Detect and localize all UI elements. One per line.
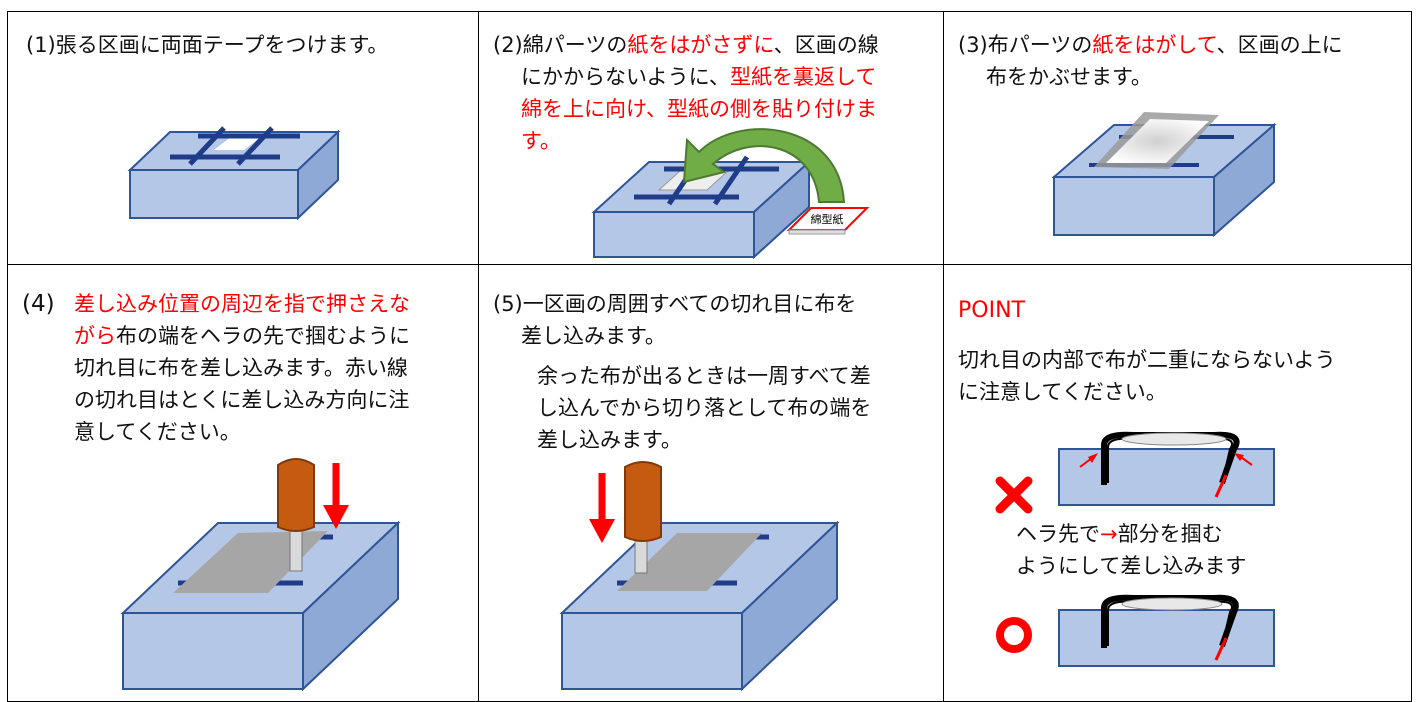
point-line2: に注意してください。: [958, 380, 1167, 404]
step2-line4: す。: [521, 129, 561, 153]
step2-line3: 綿を上に向け、型紙の側を貼り付けま: [521, 97, 877, 121]
point-mid1-black: ヘラ先で: [1016, 522, 1100, 546]
step2-line2: にかからないように、型紙を裏返して: [521, 62, 876, 93]
surplus-fabric-illustration: [559, 461, 840, 692]
step1-text: (1)張る区画に両面テープをつけます。: [26, 33, 389, 57]
step2-line2-red: 型紙を裏返して: [729, 65, 877, 89]
step5-line3: 余った布が出るときは一周すべて差: [537, 364, 871, 388]
step2-red1: 紙をはがさずに: [627, 33, 774, 57]
step3-panel: (3)布パーツの紙をはがして、区画の上に 布をかぶせます。: [943, 11, 1412, 265]
spatula-insert-illustration: [120, 458, 401, 692]
step4-line2-red: がら: [74, 324, 116, 348]
step5-line2: 差し込みます。: [521, 324, 666, 348]
wrong-mark-icon: [995, 476, 1033, 514]
fabric-cover-illustration: [1051, 112, 1277, 238]
point-arrow: →: [1100, 522, 1118, 546]
step3-line2: 布をかぶせます。: [986, 65, 1152, 89]
point-mid2: ようにして差し込みます: [1016, 554, 1247, 578]
step5-line4: し込んでから切り落として布の端を: [537, 396, 872, 420]
point-mid1: ヘラ先で→部分を掴む: [1016, 519, 1223, 550]
wrong-example-illustration: [1058, 431, 1275, 506]
step4-line1: 差し込み位置の周辺を指で押さえな: [74, 292, 410, 316]
step3-suffix: 、区画の上に: [1216, 33, 1343, 57]
step3-prefix: (3)布パーツの: [958, 33, 1093, 57]
step1-panel: (1)張る区画に両面テープをつけます。: [7, 11, 479, 265]
point-panel: POINT 切れ目の内部で布が二重にならないよう に注意してください。 ヘラ先で…: [943, 264, 1412, 702]
step4-line5: 意してください。: [74, 420, 241, 444]
step5-panel: (5)一区画の周囲すべての切れ目に布を 差し込みます。 余った布が出るときは一周…: [478, 264, 944, 702]
correct-mark-icon: [996, 617, 1032, 653]
step4-line2-black: 布の端をヘラの先で掴むように: [116, 324, 410, 348]
step4-num: (4): [22, 291, 55, 317]
point-title: POINT: [958, 298, 1025, 323]
step2-line2-black: にかからないように、: [521, 65, 730, 89]
step4-line2: がら布の端をヘラの先で掴むように: [74, 321, 410, 352]
step2-mid: 、区画の線: [773, 33, 879, 57]
step3-line1: (3)布パーツの紙をはがして、区画の上に: [958, 30, 1343, 61]
step2-panel: (2)綿パーツの紙をはがさずに、区画の線 にかからないように、型紙を裏返して 綿…: [478, 11, 944, 265]
step3-red1: 紙をはがして: [1092, 33, 1217, 57]
card-label: 綿型紙: [811, 212, 844, 226]
point-line1: 切れ目の内部で布が二重にならないよう: [958, 348, 1336, 372]
block-with-tape-illustration: [127, 126, 341, 221]
step2-line1: (2)綿パーツの紙をはがさずに、区画の線: [493, 30, 879, 61]
step4-panel: (4) 差し込み位置の周辺を指で押さえな がら布の端をヘラの先で掴むように 切れ…: [7, 264, 479, 702]
step5-line1: (5)一区画の周囲すべての切れ目に布を: [493, 292, 857, 316]
point-mid1-rest: 部分を掴む: [1117, 522, 1223, 546]
correct-example-illustration: [1058, 594, 1275, 667]
flip-pattern-illustration: 綿型紙: [591, 128, 870, 260]
step4-line3: 切れ目に布を差し込みます。赤い線: [74, 356, 408, 380]
step5-line5: 差し込みます。: [537, 428, 682, 452]
step2-prefix: (2)綿パーツの: [493, 33, 628, 57]
step4-line4: の切れ目はとくに差し込み方向に注: [74, 388, 410, 412]
